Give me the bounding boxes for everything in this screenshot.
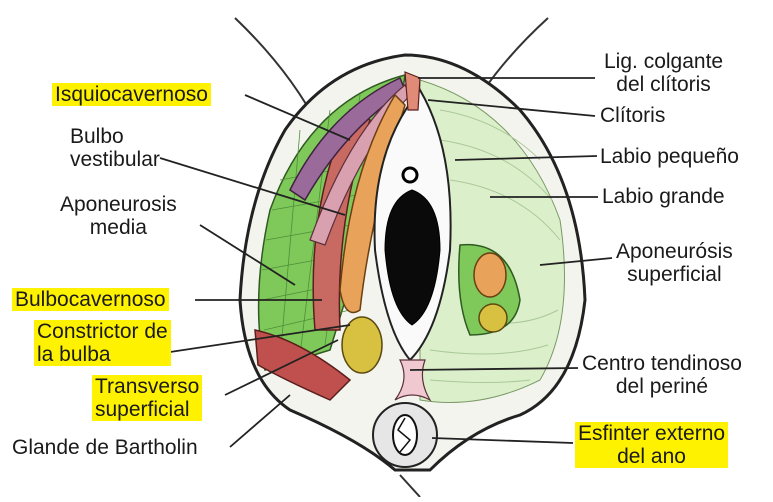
- label-centro-tendinoso-line1: Centro tendinoso: [582, 352, 742, 375]
- label-centro-tendinoso: Centro tendinoso del periné: [582, 352, 742, 398]
- label-aponeurosis-superficial-line1: Aponeurósis: [616, 240, 733, 263]
- label-aponeurosis-media-line1: Aponeurosis: [60, 193, 177, 216]
- label-centro-tendinoso-line2: del periné: [582, 375, 742, 398]
- label-aponeurosis-media: Aponeurosis media: [60, 193, 177, 239]
- thigh-outline-bottom: [400, 475, 420, 497]
- label-lig-colgante: Lig. colgante del clítoris: [604, 50, 723, 96]
- urethral-opening: [403, 168, 417, 182]
- vestibular-bulb-right: [474, 253, 506, 297]
- label-aponeurosis-superficial-line2: superficial: [616, 263, 733, 286]
- label-aponeurosis-superficial: Aponeurósis superficial: [616, 240, 733, 286]
- label-lig-colgante-line2: del clítoris: [604, 73, 723, 96]
- label-glande-bartholin: Glande de Bartholin: [12, 436, 198, 459]
- label-transverso-line1: Transverso: [92, 375, 202, 398]
- label-constrictor: Constrictor de la bulba: [34, 320, 171, 366]
- label-constrictor-line1: Constrictor de: [34, 320, 171, 343]
- label-labio-pequeno: Labio pequeño: [600, 145, 739, 168]
- label-lig-colgante-line1: Lig. colgante: [604, 50, 723, 73]
- label-aponeurosis-media-line2: media: [60, 216, 177, 239]
- label-bulbo-vestibular: Bulbo vestibular: [70, 125, 160, 171]
- label-bulbo-vestibular-line2: vestibular: [70, 148, 160, 171]
- label-isquiocavernoso: Isquiocavernoso: [52, 83, 211, 106]
- label-labio-grande: Labio grande: [602, 185, 725, 208]
- label-esfinter-line2: del ano: [575, 445, 728, 468]
- label-bulbocavernoso: Bulbocavernoso: [12, 288, 169, 311]
- label-bulbo-vestibular-line1: Bulbo: [70, 125, 160, 148]
- label-transverso-line2: superficial: [92, 398, 202, 421]
- label-esfinter-line1: Esfinter externo: [575, 422, 728, 445]
- label-transverso: Transverso superficial: [92, 375, 202, 421]
- clitoris-shape: [405, 72, 420, 110]
- label-clitoris: Clítoris: [600, 104, 665, 127]
- label-esfinter: Esfinter externo del ano: [575, 422, 728, 468]
- bartholin-gland-right: [479, 304, 507, 332]
- label-constrictor-line2: la bulba: [34, 343, 171, 366]
